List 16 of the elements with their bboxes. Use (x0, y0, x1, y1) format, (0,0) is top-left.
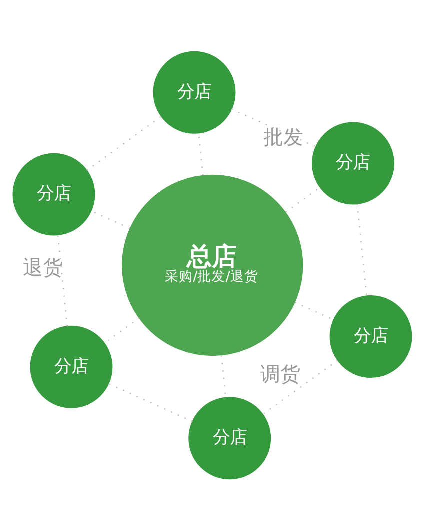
node-circle: 总店 采购/批发/退货 (122, 174, 304, 356)
connector (262, 360, 338, 415)
node-circle: 分店 (330, 295, 412, 378)
edge-label: 批发 (264, 124, 304, 149)
connector (285, 187, 320, 213)
connector (86, 116, 162, 172)
edge-label: 退货 (22, 256, 63, 280)
node-circle: 分店 (30, 326, 113, 408)
edge-label: 调货 (260, 362, 301, 386)
connector (108, 383, 193, 422)
connector (356, 204, 368, 296)
node-circle: 分店 (188, 397, 272, 480)
node-circle: 分店 (12, 153, 96, 236)
node-circle: 分店 (153, 51, 236, 134)
connector (58, 235, 68, 327)
node-circle: 分店 (312, 122, 394, 205)
